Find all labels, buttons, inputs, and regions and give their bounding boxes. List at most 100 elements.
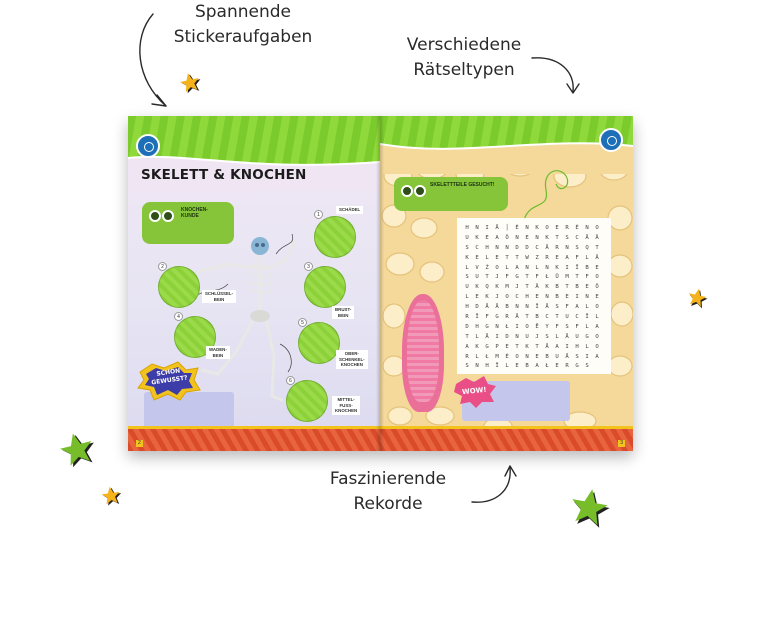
grid-cell: L (475, 353, 479, 360)
grid-cell: U (465, 234, 469, 241)
grid-cell: V (475, 264, 479, 271)
grid-cell: O (505, 294, 509, 301)
grid-cell: L (595, 314, 599, 321)
grid-cell: Ā (545, 343, 549, 350)
grid-cell: C (575, 314, 579, 321)
grid-cell: L (585, 343, 589, 350)
grid-cell: C (575, 234, 579, 241)
grid-cell: E (475, 294, 479, 301)
grid-cell: N (545, 294, 549, 301)
grid-cell: C (545, 314, 549, 321)
grid-cell: T (525, 284, 529, 291)
grid-cell: N (475, 225, 479, 231)
grid-cell: T (595, 244, 599, 251)
grid-cell: K (525, 343, 529, 350)
grid-cell: J (535, 333, 539, 340)
grid-cell: M (565, 274, 569, 281)
annotation-puzzles-line2: Rätseltypen (413, 60, 515, 80)
annotation-records-line2: Rekorde (353, 494, 423, 514)
label-schluesselbein-line2: BEIN (213, 296, 225, 302)
grid-cell: F (555, 323, 559, 330)
sticker-circle[interactable] (314, 216, 356, 258)
grid-cell: C (535, 244, 539, 251)
guinness-badge-icon (136, 134, 160, 158)
grid-cell: Ä (535, 284, 539, 291)
grid-cell: T (555, 234, 559, 241)
book-spine (376, 116, 384, 451)
grid-cell: B (525, 363, 529, 370)
grid-cell: N (515, 333, 519, 340)
grid-cell: T (515, 254, 519, 261)
grid-cell: I (565, 343, 569, 350)
grid-cell: N (525, 304, 529, 311)
floor-bar (128, 426, 380, 429)
grid-cell: A (535, 363, 539, 370)
grid-cell: L (505, 363, 509, 370)
annotation-puzzles: Verschiedene Rätseltypen (394, 33, 534, 83)
grid-cell: E (475, 254, 479, 261)
grid-cell: E (585, 284, 589, 291)
grid-cell: B (555, 294, 559, 301)
grid-cell: L (555, 333, 559, 340)
grid-cell: T (485, 274, 489, 281)
label-oberschenkel-line1: OBER- (344, 351, 359, 356)
grid-cell: Q (485, 284, 489, 291)
grid-cell: T (525, 274, 529, 281)
grid-cell: R (465, 353, 469, 360)
grid-cell: N (585, 225, 589, 231)
label-wadenbein-line2: BEIN (212, 352, 224, 358)
grid-cell: U (565, 314, 569, 321)
grid-cell: L (475, 333, 479, 340)
grid-cell: F (485, 314, 489, 321)
grid-cell: E (505, 343, 509, 350)
sticker-number: 5 (298, 318, 307, 327)
fact-burst-icon (137, 361, 201, 401)
grid-cell: Ā (585, 234, 589, 241)
star-yellow-icon (100, 485, 123, 507)
grid-cell: U (475, 274, 479, 281)
grid-cell: P (495, 343, 499, 350)
sticker-circle[interactable] (286, 380, 328, 422)
grid-cell: H (485, 244, 489, 251)
sticker-circle[interactable] (158, 266, 200, 308)
star-green-icon (57, 429, 99, 469)
grid-cell: S (465, 274, 469, 281)
grid-cell: K (485, 294, 489, 301)
grid-cell: Ż (485, 264, 489, 271)
grid-cell: F (585, 274, 589, 281)
puzzle-bubble: SKELETTTEILE GESUCHT! (394, 177, 508, 211)
puzzle-title: SKELETTTEILE GESUCHT! (430, 182, 495, 188)
sticker-number: 1 (314, 210, 323, 219)
grid-cell: L (585, 254, 589, 261)
grid-cell: S (465, 363, 469, 370)
grid-cell: N (565, 244, 569, 251)
grid-cell: Ē (535, 323, 539, 330)
grid-cell: A (555, 343, 559, 350)
footprint-illustration (402, 294, 444, 412)
grid-cell: A (595, 353, 599, 360)
grid-cell: E (595, 294, 599, 301)
grid-cell: N (525, 225, 529, 231)
grid-cell: T (465, 333, 469, 340)
grid-cell: Ł (545, 274, 549, 281)
grid-cell: Ā (485, 304, 489, 311)
grid-cell: Ī (475, 314, 479, 321)
sticker-number: 4 (174, 312, 183, 321)
sticker-circle[interactable] (298, 322, 340, 364)
grid-cell: U (575, 333, 579, 340)
sticker-circle[interactable] (304, 266, 346, 308)
label-brustbein-line2: BEIN (337, 312, 349, 318)
grid-cell: T (565, 284, 569, 291)
grid-cell: Ė (505, 353, 509, 360)
grid-cell: N (475, 363, 479, 370)
grid-cell: G (575, 363, 579, 370)
grid-cell: Ö (505, 234, 509, 241)
grid-cell: G (485, 323, 489, 330)
grid-cell: G (485, 343, 489, 350)
grid-cell: I (495, 333, 499, 340)
grid-cell: N (525, 353, 529, 360)
grid-cell: R (565, 225, 569, 231)
grid-cell: S (575, 353, 579, 360)
grid-cell: Ü (555, 274, 559, 281)
